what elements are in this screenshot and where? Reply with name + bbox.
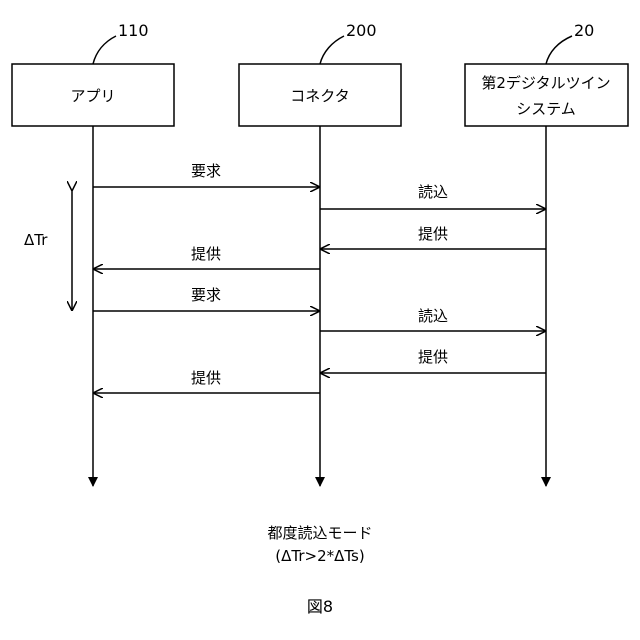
- message-request-2: 要求: [93, 286, 319, 311]
- message-label: 要求: [191, 162, 221, 180]
- message-read-2: 読込: [320, 307, 545, 331]
- participant-label-connector: コネクタ: [290, 87, 349, 105]
- message-label: 読込: [418, 307, 448, 325]
- participant-label-digital-twin-line2: システム: [516, 100, 576, 118]
- participant-label-digital-twin-line1: 第2デジタルツイン: [481, 74, 610, 92]
- message-provide-2: 提供: [94, 245, 320, 269]
- message-label: 提供: [418, 225, 448, 243]
- message-provide-4: 提供: [94, 369, 320, 393]
- ref-leader-20: [546, 36, 572, 64]
- participant-ref-20: 20: [574, 21, 594, 40]
- message-label: 提供: [191, 245, 221, 263]
- interval-label: ΔTr: [24, 231, 48, 249]
- ref-leader-200: [320, 36, 344, 64]
- mode-title: 都度読込モード: [267, 524, 372, 542]
- participant-label-app: アプリ: [70, 87, 115, 105]
- message-label: 読込: [418, 183, 448, 201]
- figure-label: 図8: [307, 597, 333, 616]
- message-read-1: 読込: [320, 183, 545, 209]
- participant-ref-200: 200: [346, 21, 377, 40]
- message-request-1: 要求: [93, 162, 319, 187]
- message-label: 提供: [418, 348, 448, 366]
- message-label: 提供: [191, 369, 221, 387]
- ref-leader-110: [93, 36, 116, 64]
- message-provide-1: 提供: [321, 225, 546, 249]
- participant-ref-110: 110: [118, 21, 149, 40]
- mode-condition: (ΔTr>2*ΔTs): [275, 547, 364, 565]
- message-provide-3: 提供: [321, 348, 546, 373]
- message-label: 要求: [191, 286, 221, 304]
